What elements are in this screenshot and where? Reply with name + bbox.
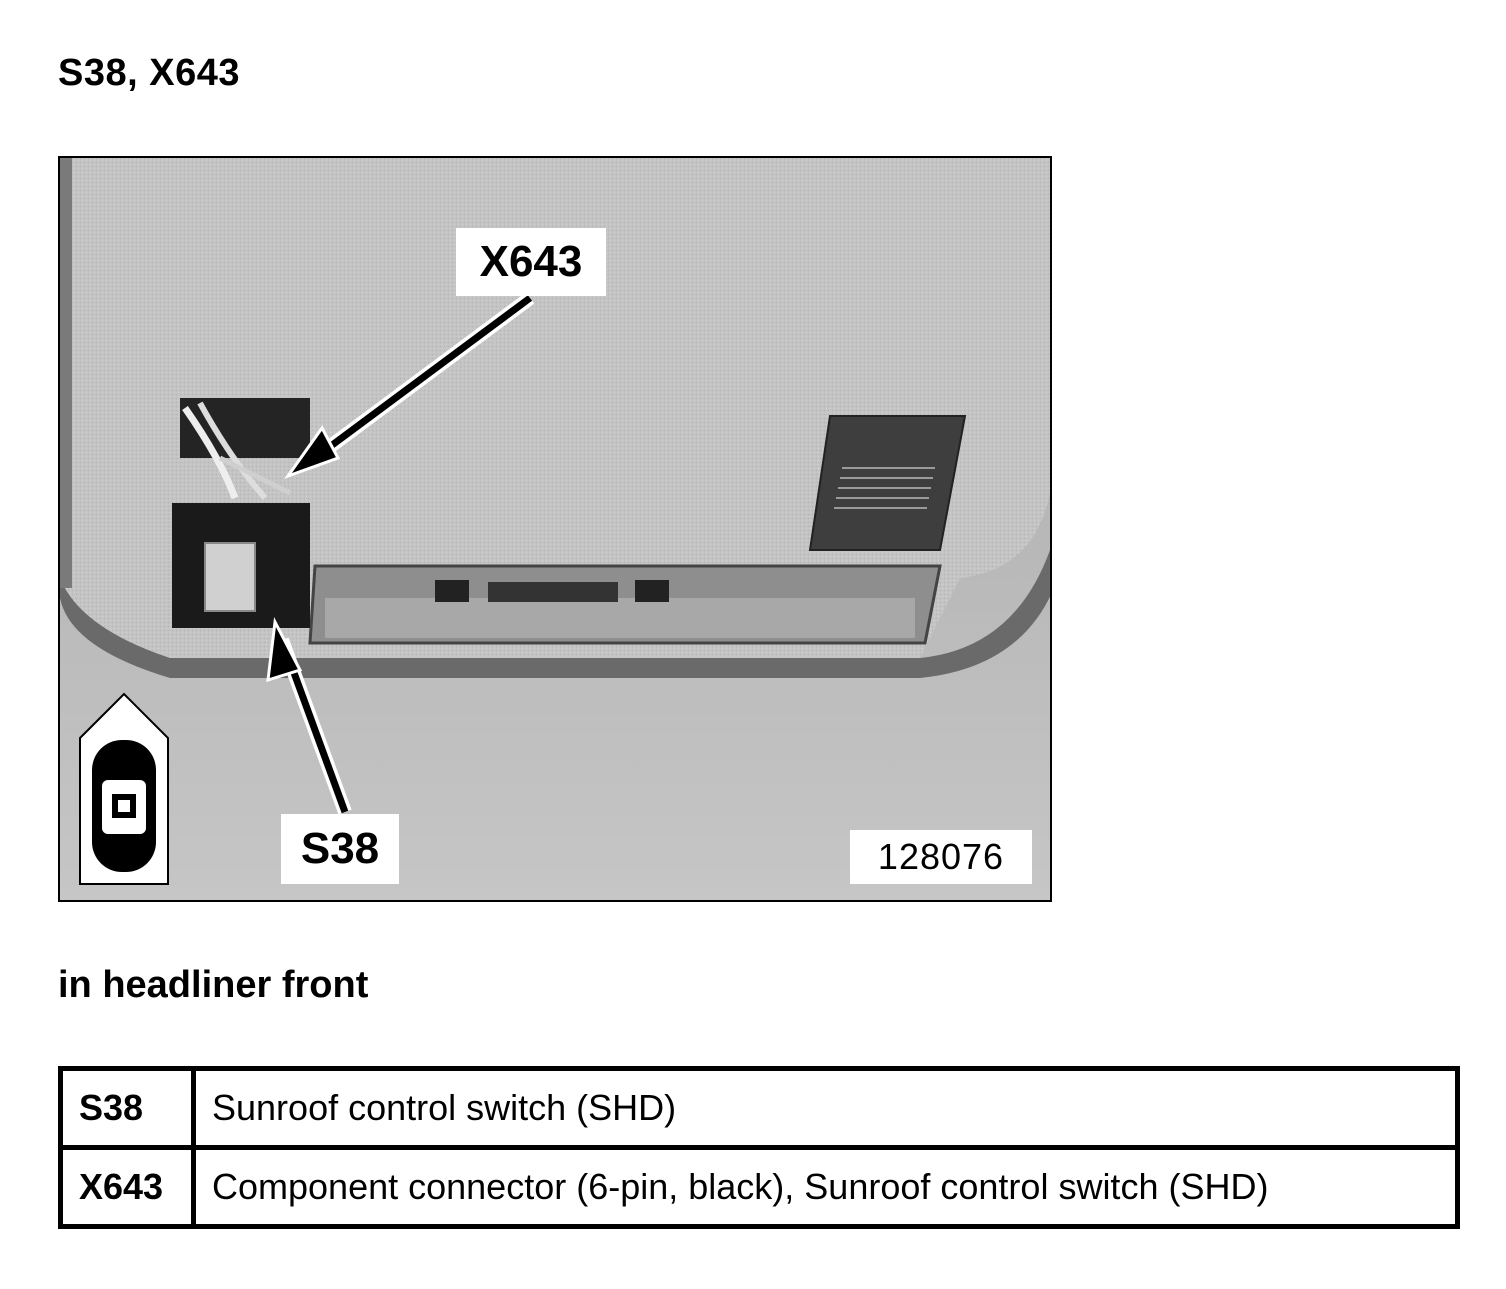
table-row: S38 Sunroof control switch (SHD) <box>58 1066 1460 1150</box>
component-description: Sunroof control switch (SHD) <box>191 1066 1460 1150</box>
location-caption: in headliner front <box>58 964 369 1006</box>
component-description: Component connector (6-pin, black), Sunr… <box>191 1145 1460 1229</box>
page-title: S38, X643 <box>58 52 240 94</box>
table-row: X643 Component connector (6-pin, black),… <box>58 1145 1460 1229</box>
callout-label-x643: X643 <box>456 228 606 296</box>
figure-number: 128076 <box>850 830 1032 884</box>
component-legend-table: S38 Sunroof control switch (SHD) X643 Co… <box>58 1066 1460 1229</box>
component-location-photo: X643 S38 128076 <box>58 156 1052 902</box>
car-orientation-icon <box>79 692 169 885</box>
component-code: X643 <box>58 1145 196 1229</box>
callout-label-s38: S38 <box>281 814 399 884</box>
component-code: S38 <box>58 1066 196 1150</box>
